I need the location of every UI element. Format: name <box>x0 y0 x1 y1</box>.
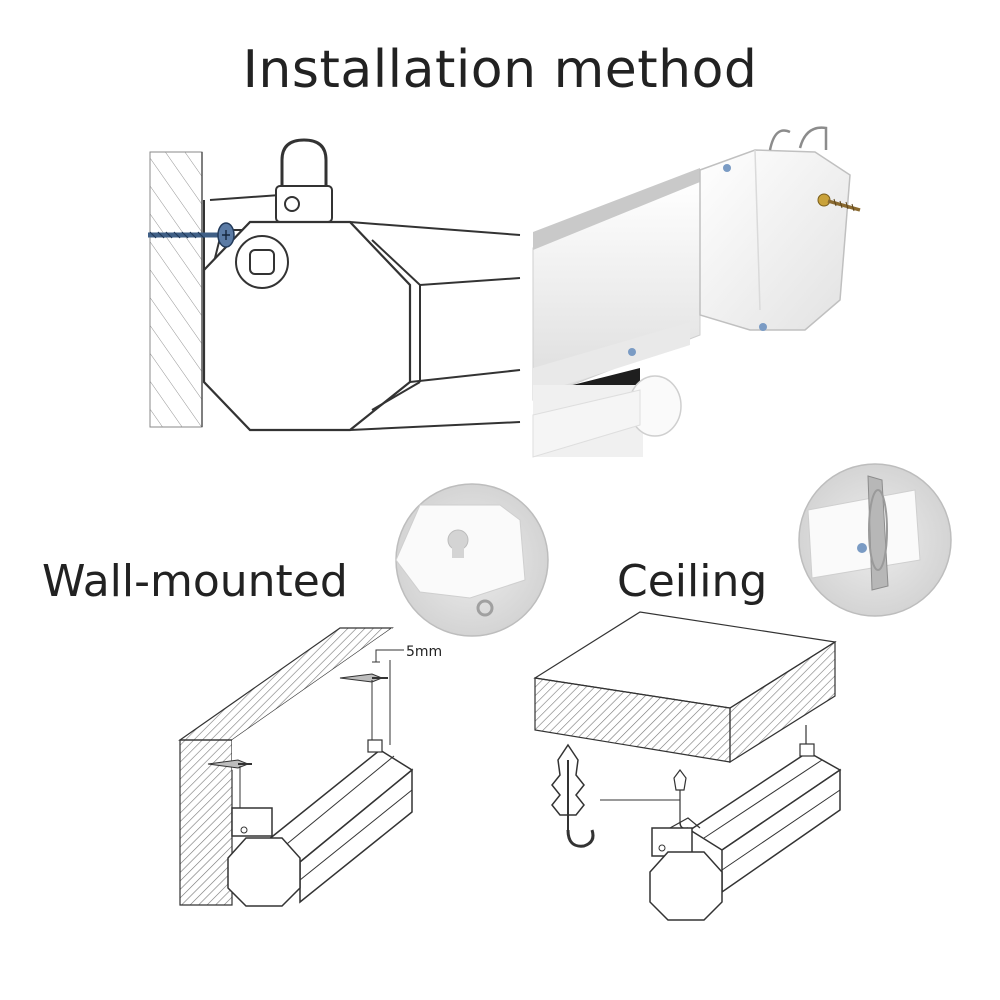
ceiling-label: Ceiling <box>617 556 768 607</box>
endcap-wall-drawing <box>148 138 521 432</box>
ceiling-anchor-icon <box>673 769 689 830</box>
screw-icon <box>817 193 861 212</box>
wall-anchor-icon <box>339 660 391 745</box>
wall-bracket-detail <box>395 483 549 637</box>
page-title: Installation method <box>242 40 758 100</box>
dimension-label: 5mm <box>406 644 443 660</box>
screw-icon <box>148 222 235 248</box>
ceiling-hook-icon <box>551 743 595 848</box>
wall-mounted-diagram <box>178 627 414 907</box>
ceiling-ring-detail <box>798 463 952 617</box>
screen-housing-photo <box>532 126 861 458</box>
wall-mounted-label: Wall-mounted <box>42 556 348 607</box>
ceiling-mounted-diagram <box>533 611 842 921</box>
